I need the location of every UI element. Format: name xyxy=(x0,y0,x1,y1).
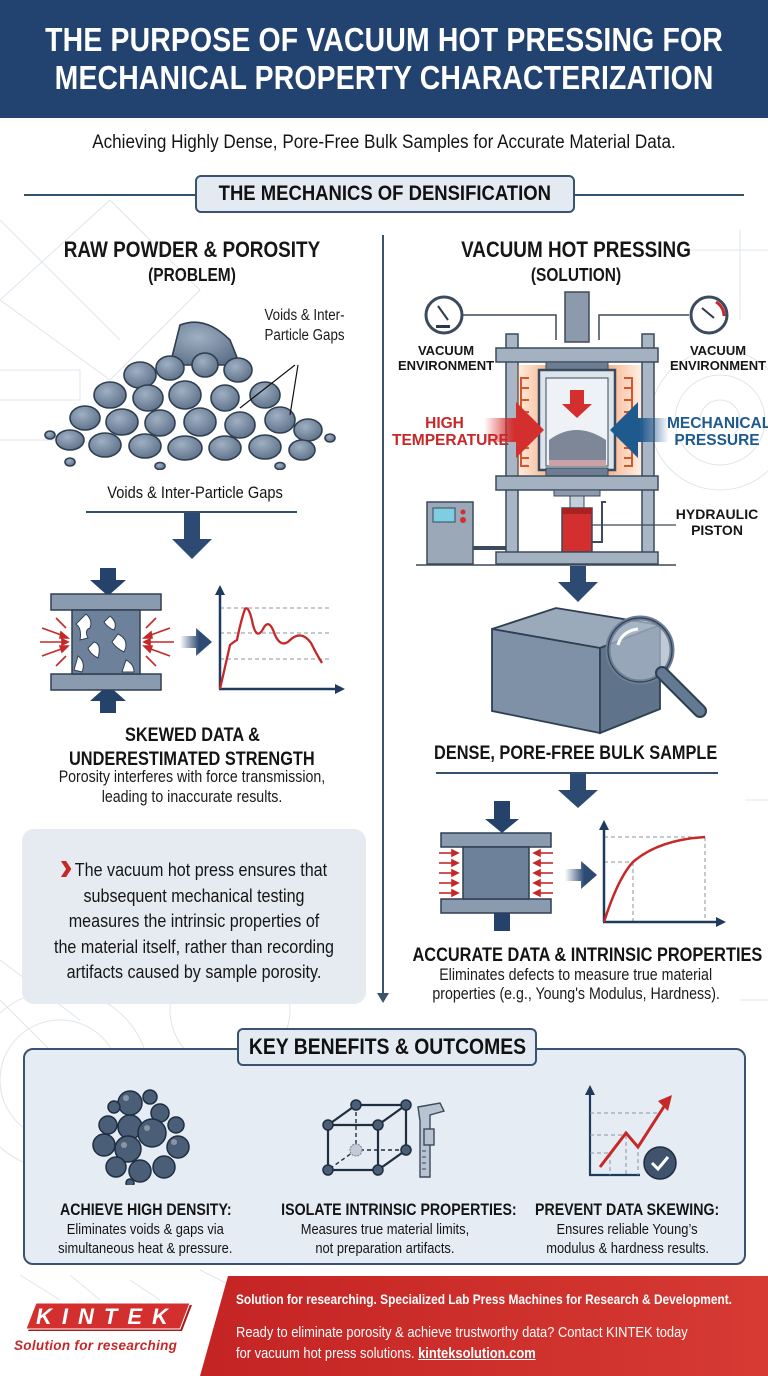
solution-result-title-text: ACCURATE DATA & INTRINSIC PROPERTIES xyxy=(412,945,763,966)
dense-bulk-sample-magnifier-icon xyxy=(491,607,707,735)
footer-cta: Ready to eliminate porosity & achieve tr… xyxy=(236,1322,688,1364)
problem-result-desc-line-1: Porosity interferes with force transmiss… xyxy=(58,768,326,786)
solution-title: VACUUM HOT PRESSING (SOLUTION) xyxy=(384,237,768,287)
vacuum-left-line-1: VACUUM xyxy=(417,343,475,358)
dense-sample-caption-text: DENSE, PORE-FREE BULK SAMPLE xyxy=(434,743,718,764)
piston-line-1: HYDRAULIC xyxy=(675,506,759,522)
page-header: THE PURPOSE OF VACUUM HOT PRESSING FOR M… xyxy=(0,0,768,118)
footer-tagline: Solution for researching. Specialized La… xyxy=(236,1291,732,1307)
voids-callout-line-2: Particle Gaps xyxy=(264,327,346,344)
benefit-desc-line-1: Measures true material limits, xyxy=(300,1221,469,1238)
skewed-stress-strain-chart xyxy=(215,585,345,694)
vacuum-right-line-1: VACUUM xyxy=(689,343,747,358)
section-title-mechanics: THE MECHANICS OF DENSIFICATION xyxy=(195,175,575,213)
solution-result-desc-line-2: properties (e.g., Young's Modulus, Hardn… xyxy=(432,985,720,1003)
page-subtitle: Achieving Highly Dense, Pore-Free Bulk S… xyxy=(92,132,676,153)
pressure-line-2: PRESSURE xyxy=(674,432,760,449)
kintek-logo-text: KINTEK xyxy=(36,1304,178,1329)
crystal-lattice-caliper-icon xyxy=(322,1099,446,1178)
powder-caption-text: Voids & Inter-Particle Gaps xyxy=(107,483,283,502)
vacuum-left-line-2: ENVIRONMENT xyxy=(397,358,495,373)
problem-result-title-line-2: UNDERESTIMATED STRENGTH xyxy=(69,749,315,770)
vacuum-right-line-2: ENVIRONMENT xyxy=(669,358,767,373)
footer-banner xyxy=(200,1276,768,1376)
benefits-title-text: KEY BENEFITS & OUTCOMES xyxy=(248,1034,526,1059)
vacuum-environment-label-right: VACUUM ENVIRONMENT xyxy=(668,343,768,373)
column-divider xyxy=(382,235,384,995)
vacuum-hot-press-machine-icon xyxy=(416,291,729,566)
benefit-item-intrinsic: ISOLATE INTRINSIC PROPERTIES: Measures t… xyxy=(262,1200,516,1258)
section-rule-left xyxy=(24,194,199,196)
problem-result-desc-line-2: leading to inaccurate results. xyxy=(101,788,283,806)
website-link[interactable]: kinteksolution.com xyxy=(418,1345,536,1362)
solution-result-desc-line-1: Eliminates defects to measure true mater… xyxy=(439,966,713,984)
powder-pile-icon xyxy=(44,321,336,470)
gauge-left-icon xyxy=(424,295,464,335)
kintek-logo-tagline: Solution for researching xyxy=(14,1338,178,1353)
temp-line-2: TEMPERATURE xyxy=(392,432,509,449)
powder-caption-rule xyxy=(86,511,297,513)
transition-arrow-icon xyxy=(180,628,212,656)
sample-caption-rule xyxy=(436,772,718,774)
dense-sample-compression-icon xyxy=(439,801,553,931)
solution-title-line-2: (SOLUTION) xyxy=(530,265,622,285)
powder-caption: Voids & Inter-Particle Gaps xyxy=(80,483,310,503)
footer-cta-line-1: Ready to eliminate porosity & achieve tr… xyxy=(236,1324,688,1341)
down-arrow-icon xyxy=(172,513,212,559)
callout-line-4: the material itself, rather than recordi… xyxy=(53,935,335,957)
key-insight-callout: The vacuum hot press ensures that subseq… xyxy=(22,829,366,1004)
page-title-line-2: MECHANICAL PROPERTY CHARACTERIZATION xyxy=(54,59,714,96)
callout-line-5: artifacts caused by sample porosity. xyxy=(66,961,322,982)
down-arrow-icon xyxy=(558,566,598,602)
benefit-desc-line-1: Eliminates voids & gaps via xyxy=(66,1221,225,1238)
pressure-line-1: MECHANICAL xyxy=(667,415,768,432)
problem-result-desc: Porosity interferes with force transmiss… xyxy=(0,767,384,807)
problem-title-line-2: (PROBLEM) xyxy=(148,265,236,285)
hydraulic-piston-label: HYDRAULIC PISTON xyxy=(672,506,762,538)
problem-result-title: SKEWED DATA & UNDERESTIMATED STRENGTH xyxy=(0,724,384,772)
solution-title-line-1: VACUUM HOT PRESSING xyxy=(461,237,691,262)
problem-result-title-line-1: SKEWED DATA & xyxy=(124,725,260,746)
benefit-desc-line-2: simultaneous heat & pressure. xyxy=(58,1240,233,1257)
kintek-logo-icon xyxy=(25,1303,192,1331)
divider-arrow-icon xyxy=(377,993,389,1003)
gauge-right-icon xyxy=(689,295,729,335)
benefit-desc-line-1: Ensures reliable Young’s xyxy=(556,1221,699,1238)
section-title-text: THE MECHANICS OF DENSIFICATION xyxy=(218,182,552,205)
benefit-title: ACHIEVE HIGH DENSITY: xyxy=(59,1201,232,1219)
benefit-desc-line-2: modulus & hardness results. xyxy=(546,1240,709,1257)
vacuum-environment-label-left: VACUUM ENVIRONMENT xyxy=(396,343,496,373)
callout-line-2: subsequent mechanical testing xyxy=(83,884,305,906)
voids-callout-label: Voids & Inter- Particle Gaps xyxy=(250,306,360,346)
section-title-benefits: KEY BENEFITS & OUTCOMES xyxy=(237,1028,537,1066)
benefit-desc-line-2: not preparation artifacts. xyxy=(314,1240,455,1257)
callout-line-1: The vacuum hot press ensures that xyxy=(74,859,328,880)
page-title-line-1: THE PURPOSE OF VACUUM HOT PRESSING FOR xyxy=(45,21,723,58)
section-rule-right xyxy=(572,194,744,196)
chevron-right-icon xyxy=(60,861,72,877)
dense-particles-icon xyxy=(92,1089,190,1185)
problem-title-line-1: RAW POWDER & POROSITY xyxy=(63,237,321,262)
temp-line-1: HIGH xyxy=(425,415,464,432)
dense-sample-caption: DENSE, PORE-FREE BULK SAMPLE xyxy=(384,742,768,766)
benefit-title: ISOLATE INTRINSIC PROPERTIES: xyxy=(281,1201,517,1219)
high-temperature-label: HIGH TEMPERATURE xyxy=(392,415,509,449)
voids-callout-line-1: Voids & Inter- xyxy=(264,307,346,324)
mechanical-pressure-label: MECHANICAL PRESSURE xyxy=(667,415,768,449)
benefit-title: PREVENT DATA SKEWING: xyxy=(535,1201,720,1219)
footer-cta-line-2: for vacuum hot press solutions. xyxy=(236,1345,419,1362)
callout-line-3: measures the intrinsic properties of xyxy=(68,910,320,931)
problem-title: RAW POWDER & POROSITY (PROBLEM) xyxy=(0,237,384,287)
transition-arrow-icon xyxy=(565,861,597,889)
benefit-item-density: ACHIEVE HIGH DENSITY: Eliminates voids &… xyxy=(23,1200,268,1258)
solution-result-title: ACCURATE DATA & INTRINSIC PROPERTIES xyxy=(384,944,768,968)
callout-text: The vacuum hot press ensures that subseq… xyxy=(22,857,366,985)
accurate-stress-strain-chart xyxy=(599,820,726,927)
porous-sample-compression-icon xyxy=(40,568,174,713)
piston-line-2: PISTON xyxy=(691,522,743,538)
benefit-item-skewing: PREVENT DATA SKEWING: Ensures reliable Y… xyxy=(505,1200,750,1258)
solution-result-desc: Eliminates defects to measure true mater… xyxy=(384,966,768,1004)
down-arrow-icon xyxy=(558,774,598,808)
rising-chart-check-icon xyxy=(585,1085,677,1180)
